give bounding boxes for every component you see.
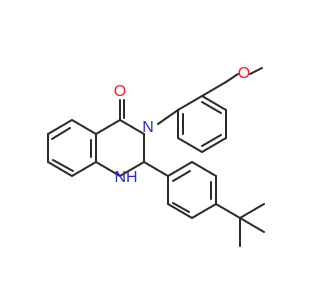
carbonyl-oxygen-label: O bbox=[114, 83, 126, 100]
methoxyphenyl-group bbox=[157, 67, 263, 153]
dihydroquinazolinone-core bbox=[95, 99, 145, 177]
tert-butylphenyl-group bbox=[143, 161, 265, 247]
molecule-canvas: O N NH O bbox=[47, 65, 265, 247]
molecule-diagram: O N NH O bbox=[47, 65, 265, 247]
amide-nitrogen-label: N bbox=[142, 119, 154, 136]
ether-oxygen-label: O bbox=[238, 65, 250, 82]
benzo-ring bbox=[47, 119, 97, 177]
amine-nh-label: NH bbox=[114, 169, 137, 186]
